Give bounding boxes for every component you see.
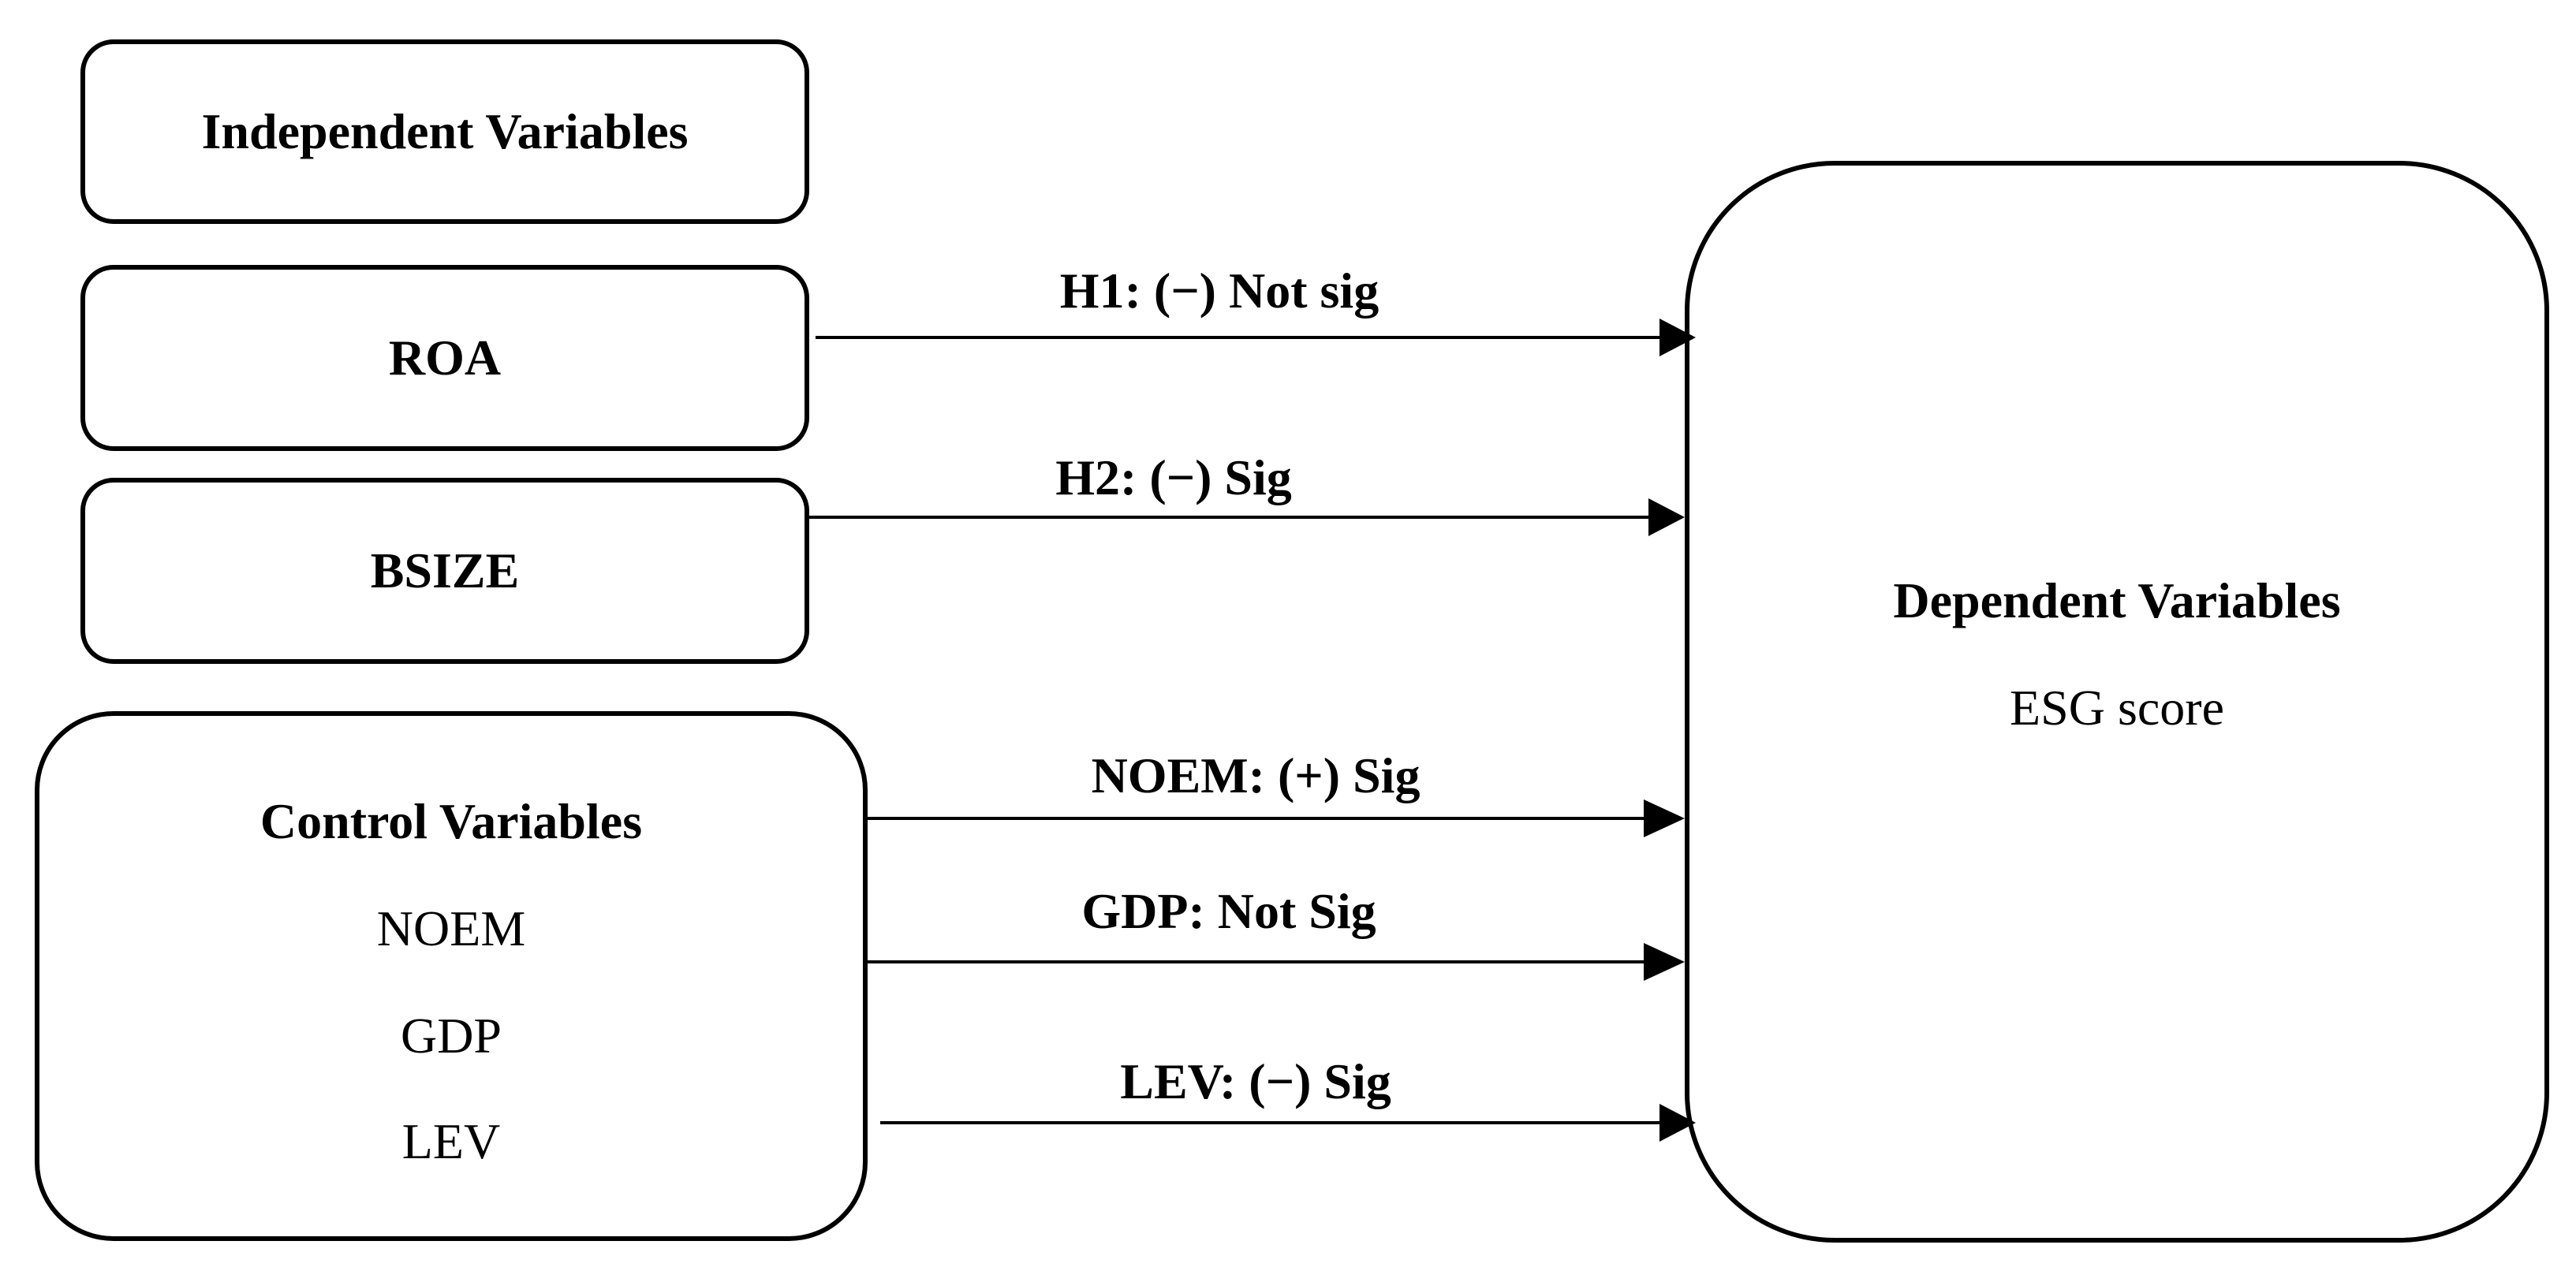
arrow-h2-head xyxy=(1648,498,1685,536)
dependent-variables-subtitle: ESG score xyxy=(2010,680,2224,736)
roa-box: ROA xyxy=(80,265,809,451)
arrow-noem-head xyxy=(1644,799,1685,837)
arrow-gdp-label: GDP: Not Sig xyxy=(1081,883,1376,939)
arrow-gdp-head xyxy=(1644,943,1685,981)
control-variables-title: Control Variables xyxy=(259,793,643,849)
bsize-label: BSIZE xyxy=(370,542,520,598)
arrow-lev-label: LEV: (−) Sig xyxy=(1120,1053,1391,1109)
control-item-noem: NOEM xyxy=(376,900,526,956)
dependent-variables-title: Dependent Variables xyxy=(1893,572,2341,628)
arrow-lev-head xyxy=(1659,1104,1696,1142)
arrow-h1-head xyxy=(1659,319,1696,356)
control-variables-box: Control Variables NOEM GDP LEV xyxy=(35,711,868,1241)
independent-variables-title: Independent Variables xyxy=(201,103,689,159)
control-item-gdp: GDP xyxy=(400,1008,502,1064)
independent-variables-box: Independent Variables xyxy=(80,39,809,224)
dependent-variables-box: Dependent Variables ESG score xyxy=(1685,161,2549,1243)
arrow-h1-label: H1: (−) Not sig xyxy=(1059,263,1379,319)
roa-label: ROA xyxy=(388,330,502,386)
bsize-box: BSIZE xyxy=(80,478,809,664)
arrow-noem-label: NOEM: (+) Sig xyxy=(1091,747,1421,803)
arrow-h2-label: H2: (−) Sig xyxy=(1055,449,1292,505)
control-item-lev: LEV xyxy=(401,1113,501,1169)
